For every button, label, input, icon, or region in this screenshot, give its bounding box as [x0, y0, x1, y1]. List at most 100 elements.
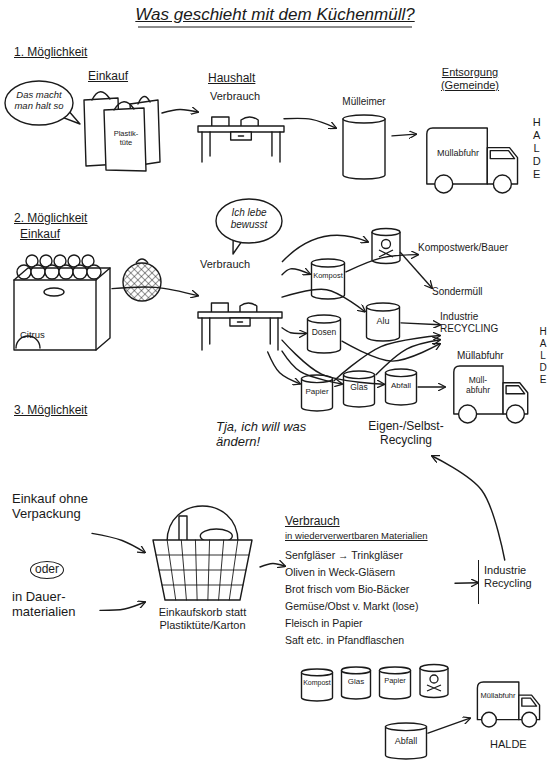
list-item: Oliven in Weck-Gläsern — [285, 566, 455, 578]
flow-arrow — [432, 456, 505, 560]
consumption-list: Verbrauchin wiederverwertbaren Materiali… — [285, 515, 455, 655]
bin-lid — [302, 375, 333, 383]
bag-handle — [92, 92, 110, 100]
sorting-bin: Kompost — [300, 668, 334, 702]
truck-window — [490, 151, 514, 159]
crate-label: Citrus — [20, 330, 70, 341]
speech-bubble: Das macht man halt so — [4, 80, 74, 126]
destination-label: Industrie RECYCLING — [440, 311, 532, 334]
table-item — [241, 117, 258, 126]
step-label: Verbrauch — [200, 258, 280, 271]
truck-body — [427, 128, 487, 184]
waste-bin: Mülleimer — [336, 96, 392, 180]
flow-arrow — [400, 252, 432, 288]
crossbones-symbol — [379, 250, 393, 257]
bin-label: Kompost — [310, 272, 346, 281]
citrus-fruit — [59, 265, 73, 279]
bin-lid — [343, 115, 385, 123]
bin-lid — [312, 259, 345, 267]
sorting-bin: Dosen — [306, 314, 342, 354]
bin-label: Kompost — [300, 679, 334, 687]
bag-handle — [114, 102, 134, 110]
step-label-box: in Dauer-materialien — [12, 590, 100, 636]
flow-arrow — [268, 352, 300, 384]
truck-heading: Müllabfuhr — [457, 350, 529, 362]
basket-label: Einkaufskorb statt Plastiktüte/Karton — [147, 606, 258, 631]
table-item — [240, 303, 257, 312]
bin-label: Abfall — [384, 736, 428, 746]
sorting-bin: Alu — [365, 302, 401, 342]
bin-label: Dosen — [306, 328, 342, 338]
step-label: Verbrauch — [210, 90, 284, 103]
destination-label: Eigen-/Selbst-Recycling — [350, 420, 462, 448]
bin-lid — [308, 315, 341, 323]
step-label-box: Einkauf ohne Verpackung — [12, 492, 92, 556]
bin-label: Papier — [300, 387, 334, 396]
flow-arrow — [162, 110, 198, 113]
plastic-bag — [104, 108, 146, 171]
flow-arrow — [392, 134, 416, 136]
section-heading: Einkauf — [20, 228, 90, 242]
truck-window — [506, 386, 525, 394]
destination-label: Industrie Recycling — [484, 564, 544, 589]
destination-label-box: Eigen-/Selbst-Recycling — [350, 420, 462, 456]
bin-lid — [386, 723, 427, 731]
destination-label-box: Kompostwerk/Bauer — [418, 240, 522, 260]
sorting-bin: Glas — [340, 666, 372, 700]
sorting-bin: Abfall — [384, 368, 418, 406]
flow-arrow — [282, 269, 310, 275]
flow-arrow — [92, 533, 145, 552]
sorting-bin: Papier — [378, 666, 412, 700]
basket-body — [153, 540, 252, 600]
destination-label-box: Industrie Recycling — [478, 560, 546, 604]
flow-arrow — [100, 602, 145, 610]
step-label: Einkauf ohne Verpackung — [12, 492, 92, 522]
section-heading: 3. Möglichkeit — [14, 404, 144, 418]
dump-label: HALDE — [490, 738, 546, 751]
bin-label: Glas — [342, 383, 376, 393]
waste-bin: Abfall — [384, 722, 428, 760]
shape-outline — [145, 500, 260, 665]
truck-label: Müllabfuhr — [430, 148, 486, 158]
bin-lid — [380, 667, 411, 674]
bin-body — [302, 672, 333, 701]
list-item: Gemüse/Obst v. Markt (lose) — [285, 600, 455, 612]
bottle — [179, 516, 187, 540]
list-item: Fleisch in Papier — [285, 617, 455, 629]
hazard-bin-lid — [420, 665, 448, 672]
citrus-fruit — [45, 265, 59, 279]
flow-arrow — [342, 341, 440, 361]
thought-text: Tja, ich will was ändern! — [216, 420, 334, 450]
table-drawer — [230, 318, 250, 326]
basket-handle — [167, 506, 238, 542]
step-label: in Dauer-materialien — [12, 590, 100, 620]
crate-front — [14, 280, 96, 350]
destination-label-box: Industrie RECYCLING — [440, 310, 532, 344]
bin-label: Abfall — [384, 381, 418, 390]
household-table: HaushaltVerbrauch — [198, 72, 284, 164]
bag-label: Plastik-tüte — [110, 130, 142, 147]
section-heading: Einkauf — [88, 70, 158, 84]
destination-label: Sondermüll — [432, 286, 512, 298]
list-item: Saft etc. in Pfandflaschen — [285, 634, 455, 646]
dump-label: HALDE — [537, 326, 549, 386]
list-subheading: in wiederverwertbaren Materialien — [285, 531, 455, 542]
crate-handle — [44, 288, 64, 296]
bin-label: Mülleimer — [336, 96, 392, 108]
table-legs — [202, 132, 280, 162]
truck-wheel — [493, 175, 511, 193]
citrus-fruit — [73, 265, 87, 279]
truck-wheel — [435, 175, 453, 193]
bag-handle — [138, 96, 150, 104]
flow-arrow — [334, 336, 440, 381]
list-item: Senfgläser → Trinkgläser — [285, 549, 455, 561]
skull-symbol — [382, 240, 391, 249]
table-item — [212, 117, 229, 126]
flow-arrow — [401, 323, 440, 325]
speech-bubble: Ich lebe bewusst — [215, 198, 283, 244]
shape-outline — [336, 96, 392, 180]
net-bag — [123, 263, 161, 301]
shape-outline — [80, 70, 162, 172]
drawer-knob — [237, 321, 242, 322]
